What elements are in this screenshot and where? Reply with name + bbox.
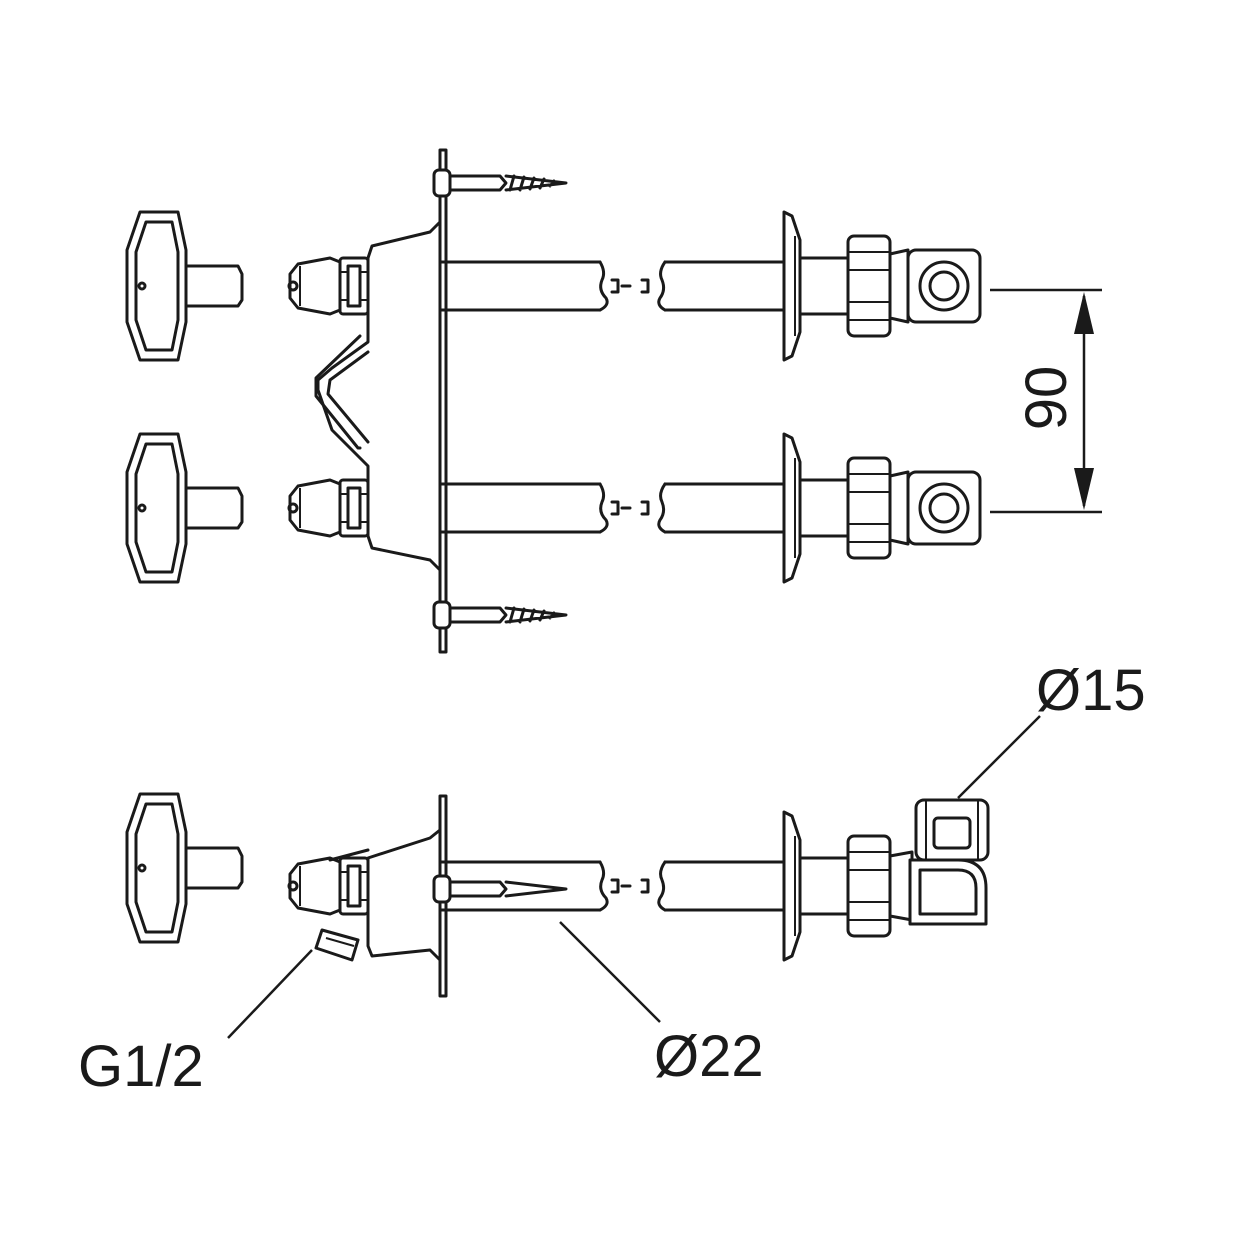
nut-icon (782, 432, 982, 584)
pipe-side (438, 860, 792, 912)
bridge-outline (314, 334, 362, 450)
screw-icon (432, 874, 568, 904)
screw-icon (432, 600, 568, 630)
nut-icon (782, 210, 982, 362)
leader-thread (227, 949, 313, 1039)
nut-icon (782, 810, 914, 962)
bridge-inner (326, 350, 370, 444)
valve-stem (287, 478, 370, 538)
leader-outlet-diameter (957, 715, 1041, 799)
valve-stem (287, 256, 370, 316)
valve-body-side (366, 828, 442, 962)
dimension-90-label: 90 (1014, 366, 1079, 431)
arrow-icon (1074, 468, 1094, 510)
key-icon (125, 792, 244, 944)
elbow-fitting-icon (908, 798, 990, 926)
dimension-spacing (990, 288, 1102, 514)
key-icon (125, 432, 244, 584)
wall-plate (438, 148, 448, 654)
valve-stem (287, 856, 370, 916)
outlet-diameter-label: Ø15 (1036, 658, 1146, 723)
arrow-icon (1074, 292, 1094, 334)
leader-pipe-diameter (559, 921, 661, 1023)
pipe-lower (438, 482, 792, 534)
thread-label: G1/2 (78, 1034, 204, 1099)
key-icon (125, 210, 244, 362)
pipe-upper (438, 260, 792, 312)
screw-icon (432, 168, 568, 198)
pipe-diameter-label: Ø22 (654, 1024, 764, 1089)
valve-body (316, 220, 442, 572)
